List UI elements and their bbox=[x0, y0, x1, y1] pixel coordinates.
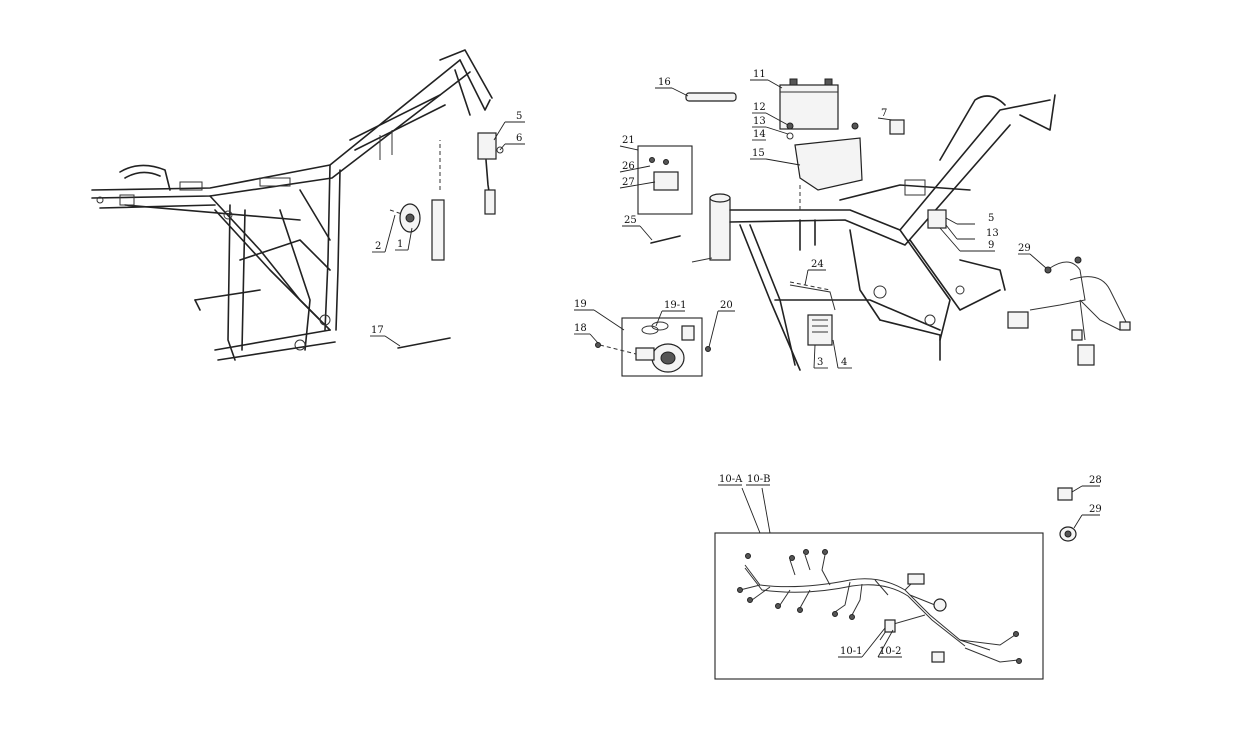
callout-13-lower: 13 bbox=[986, 228, 999, 239]
callout-15: 15 bbox=[752, 148, 765, 159]
callout-28: 28 bbox=[1089, 475, 1102, 486]
callout-11: 11 bbox=[753, 69, 766, 80]
callout-10-1: 10-1 bbox=[840, 646, 862, 657]
right-frame-assembly bbox=[595, 78, 1131, 377]
callout-19-1: 19-1 bbox=[664, 300, 686, 311]
callout-27: 27 bbox=[622, 177, 635, 188]
callout-labels: 1 2 5 6 17 16 11 12 13 14 15 7 21 26 27 … bbox=[371, 69, 1102, 657]
callout-10-a: 10-A bbox=[719, 474, 743, 485]
callout-2: 2 bbox=[375, 241, 381, 252]
callout-19: 19 bbox=[574, 299, 587, 310]
callout-6: 6 bbox=[516, 133, 522, 144]
callout-18: 18 bbox=[574, 323, 587, 334]
callout-leaders bbox=[370, 79, 1100, 658]
callout-17: 17 bbox=[371, 325, 384, 336]
callout-4: 4 bbox=[841, 357, 847, 368]
callout-20: 20 bbox=[720, 300, 733, 311]
left-frame-assembly bbox=[91, 49, 504, 361]
callout-24: 24 bbox=[811, 259, 824, 270]
callout-9: 9 bbox=[988, 240, 994, 251]
callout-26: 26 bbox=[622, 161, 635, 172]
callout-1: 1 bbox=[397, 239, 403, 250]
callout-12: 12 bbox=[753, 102, 766, 113]
callout-16: 16 bbox=[658, 77, 671, 88]
callout-3: 3 bbox=[817, 357, 823, 368]
callout-29-lower: 29 bbox=[1089, 504, 1102, 515]
callout-25: 25 bbox=[624, 215, 637, 226]
callout-21: 21 bbox=[622, 135, 635, 146]
callout-13-upper: 13 bbox=[753, 116, 766, 127]
callout-7: 7 bbox=[881, 108, 887, 119]
callout-10-b: 10-B bbox=[747, 474, 770, 485]
wiring-harness-detail bbox=[714, 487, 1077, 680]
callout-10-2: 10-2 bbox=[879, 646, 901, 657]
callout-5-right: 5 bbox=[988, 213, 994, 224]
callout-5-left: 5 bbox=[516, 111, 522, 122]
callout-14: 14 bbox=[753, 129, 766, 140]
callout-29-right: 29 bbox=[1018, 243, 1031, 254]
